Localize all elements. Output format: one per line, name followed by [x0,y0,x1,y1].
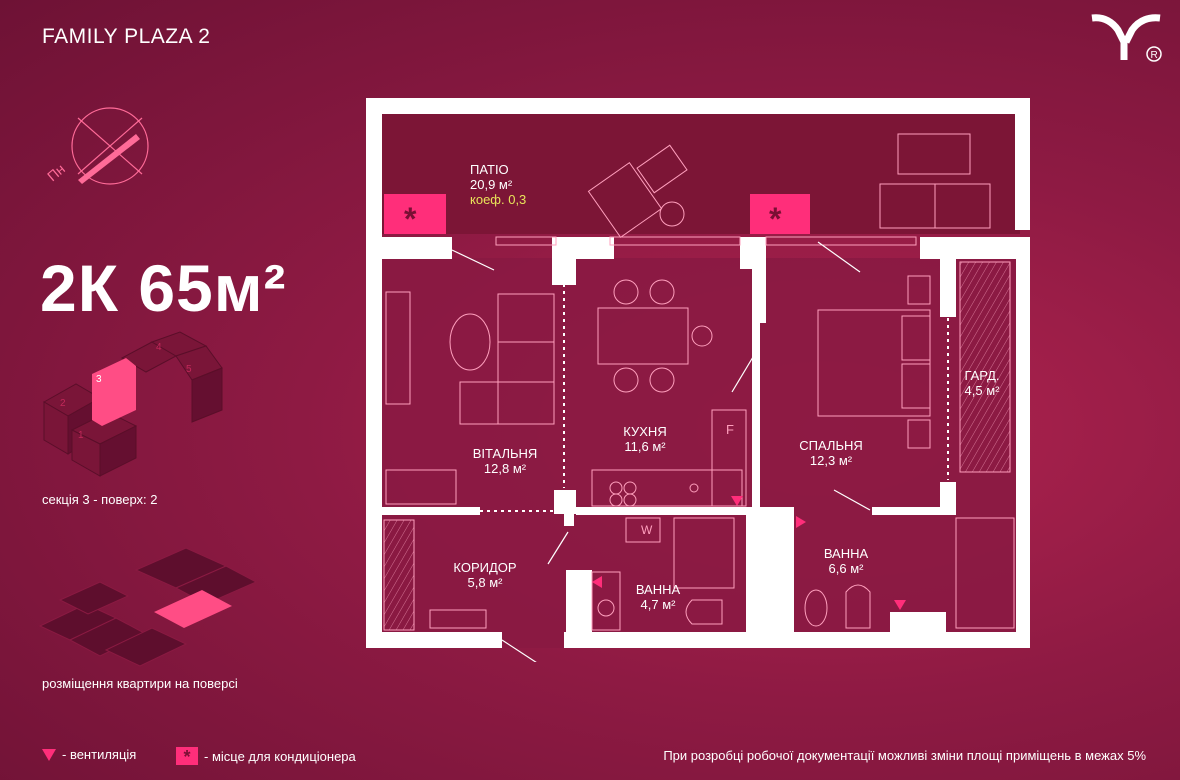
washer-label: W [641,523,653,537]
fridge-label: F [726,422,734,437]
ac-asterisk-icon: * [176,747,198,767]
section-isometric-map: 2 1 3 4 5 [42,331,223,477]
floor-placement-map [38,547,258,667]
floor-plan: F W * * [366,98,1030,662]
room-wardrobe: ГАРД. 4,5 м² [964,368,1000,398]
compass-icon [71,107,149,185]
room-kitchen: КУХНЯ 11,6 м² [623,424,667,454]
disclaimer-text: При розробці робочої документації можлив… [663,748,1146,763]
room-corridor: КОРИДОР 5,8 м² [453,560,517,590]
section-floor-label: секція 3 - поверх: 2 [42,492,158,507]
room-living: ВІТАЛЬНЯ 12,8 м² [472,446,538,476]
ac-icon: * [769,201,782,237]
legend-ac: * - місце для кондиціонера [176,747,356,767]
vent-icon [731,496,743,506]
apartment-type: 2К 65м² [40,251,287,325]
vent-icon [894,600,906,610]
ac-spot-1 [384,194,446,234]
brand-logo-icon: R [1091,14,1162,62]
section-label-4: 4 [156,342,162,353]
placement-label: розміщення квартири на поверсі [42,676,238,691]
project-title: FAMILY PLAZA 2 [42,25,211,48]
ac-spot-2 [750,194,810,234]
section-label-1: 1 [78,430,84,441]
vent-icon [592,576,602,588]
legend-ventilation: - вентиляція [42,747,136,762]
svg-text:R: R [1151,50,1158,61]
room-bath-1: ВАННА 4,7 м² [635,582,681,612]
room-patio: ПАТІО 20,9 м² коеф. 0,3 [470,162,527,207]
ac-icon: * [404,201,417,237]
vent-icon [796,516,806,528]
room-bedroom: СПАЛЬНЯ 12,3 м² [799,438,863,468]
section-label-5: 5 [186,364,192,375]
vent-triangle-icon [42,748,56,761]
section-label-3: 3 [96,374,102,385]
room-bath-2: ВАННА 6,6 м² [823,546,869,576]
section-label-2: 2 [60,398,66,409]
